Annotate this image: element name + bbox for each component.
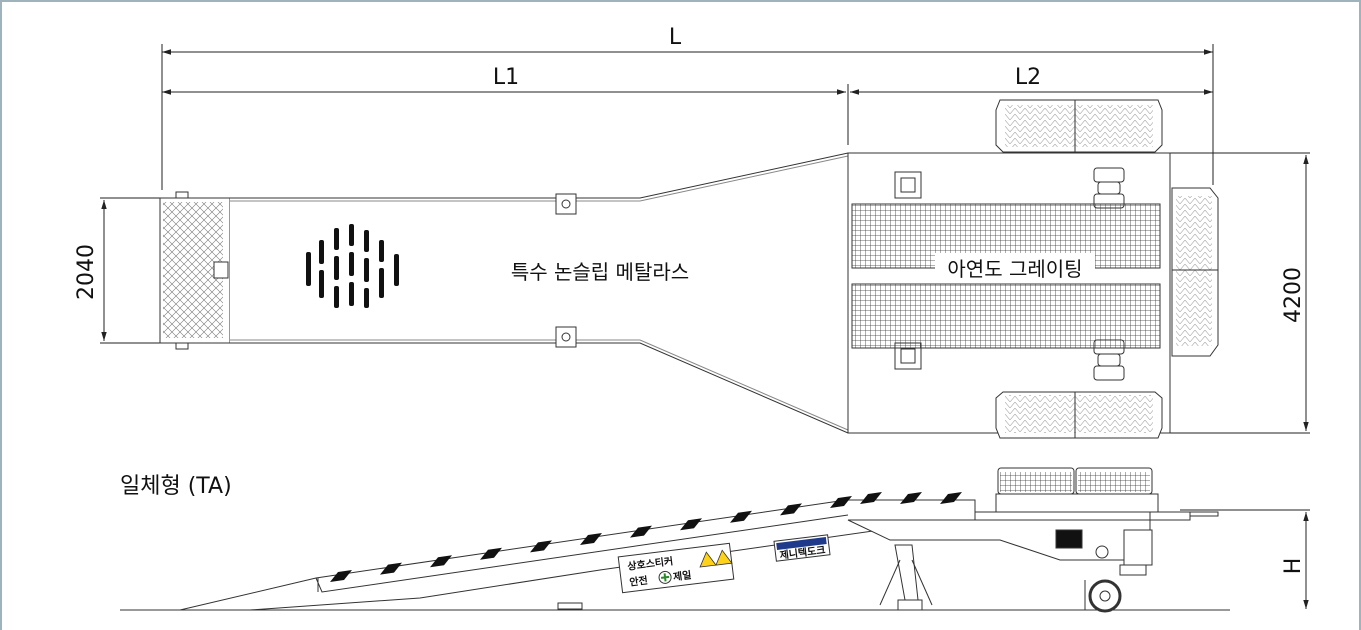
- dim-ramp-width: 2040: [74, 244, 99, 300]
- safety-stripe: [430, 555, 452, 568]
- safety-stripe: [480, 547, 502, 560]
- dim-platform-width: 4200: [1281, 267, 1306, 323]
- safety-stripe: [580, 533, 602, 545]
- top-view: [159, 99, 1219, 439]
- safety-stripe: [900, 492, 922, 504]
- anti-slip-pattern: [306, 224, 399, 308]
- safety-stripe: [630, 525, 652, 538]
- safety-stripe: [730, 510, 752, 523]
- dim-total-length: L: [669, 25, 682, 50]
- model-type-title: 일체형 (TA): [120, 474, 232, 499]
- safety-stripe: [530, 540, 552, 553]
- dim-ramp-length: L1: [493, 65, 519, 90]
- sticker-line2: 안전: [629, 574, 649, 589]
- safety-sticker: 상호스티커 안전 제일: [617, 542, 735, 594]
- safety-stripe: [680, 518, 702, 531]
- safety-stripes: [330, 492, 962, 582]
- dim-height: H: [1281, 558, 1306, 575]
- safety-stripe: [940, 492, 962, 504]
- sticker-line3: 제일: [672, 568, 692, 583]
- dimension-lines: [100, 44, 1310, 609]
- platform-surface-label: 아연도 그레이팅: [947, 257, 1082, 281]
- warning-icon: [715, 549, 733, 566]
- dim-platform-length: L2: [1015, 65, 1041, 90]
- safety-stripe: [330, 570, 352, 582]
- safety-stripe: [860, 492, 882, 504]
- safety-stripe: [780, 503, 802, 516]
- ramp-surface-label: 특수 논슬립 메탈라스: [511, 260, 689, 284]
- safety-stripe: [380, 562, 402, 575]
- brand-sticker: 제니텍도크: [773, 534, 831, 562]
- safety-stripe: [830, 496, 852, 508]
- side-view: [120, 467, 1230, 613]
- warning-icon: [699, 551, 717, 568]
